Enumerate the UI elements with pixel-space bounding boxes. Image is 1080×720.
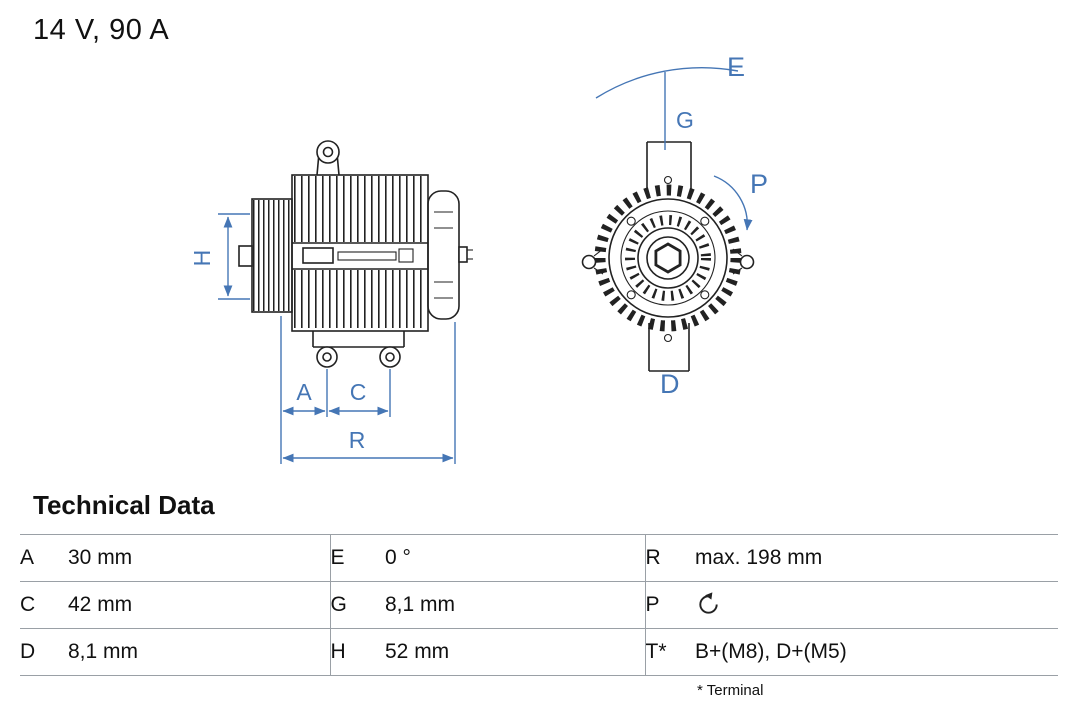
ear-tab bbox=[593, 248, 604, 257]
vent-slots-ring bbox=[625, 215, 711, 301]
rotation-arrow bbox=[713, 175, 753, 231]
spec-value: 8,1 mm bbox=[385, 581, 645, 629]
terminal-stud bbox=[458, 246, 468, 263]
ear-tab bbox=[732, 248, 743, 257]
page-title: 14 V, 90 A bbox=[33, 14, 170, 46]
through-bolt bbox=[626, 216, 636, 226]
housing-ring bbox=[608, 198, 728, 318]
technical-data-section: Technical Data A 30 mm E 0 ° R max. 198 … bbox=[0, 490, 1080, 699]
inner-ring bbox=[620, 210, 716, 306]
stator-detail bbox=[337, 251, 397, 261]
dim-label-D: D bbox=[660, 369, 680, 399]
spec-value: 30 mm bbox=[68, 534, 330, 582]
table-row: A 30 mm E 0 ° R max. 198 mm bbox=[20, 534, 1058, 582]
dim-label-C: C bbox=[350, 379, 367, 405]
spec-key: T* bbox=[644, 628, 695, 676]
spec-value: 42 mm bbox=[68, 581, 330, 629]
alternator-side-view: H A C R bbox=[189, 140, 473, 464]
alternator-front-view: G E P D bbox=[581, 52, 768, 399]
rear-cover bbox=[427, 190, 460, 320]
stator-detail bbox=[302, 247, 334, 264]
spec-key: C bbox=[20, 581, 68, 629]
spec-value bbox=[695, 581, 1058, 629]
spec-value: max. 198 mm bbox=[695, 534, 1058, 582]
spec-key: R bbox=[644, 534, 695, 582]
spec-value: 0 ° bbox=[385, 534, 645, 582]
foot-hole bbox=[322, 352, 332, 362]
through-bolt bbox=[700, 216, 710, 226]
technical-data-heading: Technical Data bbox=[33, 490, 215, 520]
spec-value: 52 mm bbox=[385, 628, 645, 676]
shaft-nose bbox=[238, 245, 253, 267]
dim-label-E: E bbox=[727, 52, 745, 82]
spec-key: H bbox=[329, 628, 385, 676]
shaft-nut-hexagon bbox=[654, 242, 682, 274]
hub-ring bbox=[646, 236, 690, 280]
spec-key: G bbox=[329, 581, 385, 629]
technical-data-table: A 30 mm E 0 ° R max. 198 mm C 42 mm G 8,… bbox=[20, 534, 1058, 676]
spec-value: 8,1 mm bbox=[68, 628, 330, 676]
rotation-direction-icon bbox=[695, 590, 722, 623]
dim-label-R: R bbox=[349, 427, 366, 453]
spec-value: B+(M8), D+(M5) bbox=[695, 628, 1058, 676]
rotor-ring bbox=[637, 227, 699, 289]
lug-hole bbox=[663, 333, 673, 343]
ear-tab bbox=[593, 267, 604, 275]
through-bolt bbox=[626, 290, 636, 300]
spec-key: D bbox=[20, 628, 68, 676]
ear-hole-right bbox=[739, 254, 755, 270]
foot-lug bbox=[379, 346, 401, 368]
foot-hole bbox=[385, 352, 395, 362]
dim-arc-E bbox=[595, 67, 739, 99]
dim-label-H: H bbox=[189, 250, 215, 267]
ear-tab bbox=[732, 267, 743, 275]
through-bolt bbox=[700, 290, 710, 300]
table-row: C 42 mm G 8,1 mm P bbox=[20, 581, 1058, 629]
lug-hole bbox=[663, 175, 673, 185]
spec-key: P bbox=[644, 581, 695, 629]
stator-detail bbox=[398, 248, 414, 263]
technical-drawing: H A C R bbox=[189, 52, 768, 464]
spec-key: E bbox=[329, 534, 385, 582]
ear-hole-left bbox=[581, 254, 597, 270]
dim-label-P: P bbox=[750, 169, 768, 199]
toothed-ring bbox=[594, 184, 742, 332]
table-row: D 8,1 mm H 52 mm T* B+(M8), D+(M5) bbox=[20, 628, 1058, 676]
foot-lug bbox=[316, 346, 338, 368]
top-lug-hole bbox=[322, 146, 334, 158]
top-lug-eye bbox=[316, 140, 340, 164]
spec-key: A bbox=[20, 534, 68, 582]
terminal-footnote: * Terminal bbox=[697, 682, 764, 699]
dim-label-A: A bbox=[296, 379, 312, 405]
dim-label-G: G bbox=[676, 107, 694, 133]
